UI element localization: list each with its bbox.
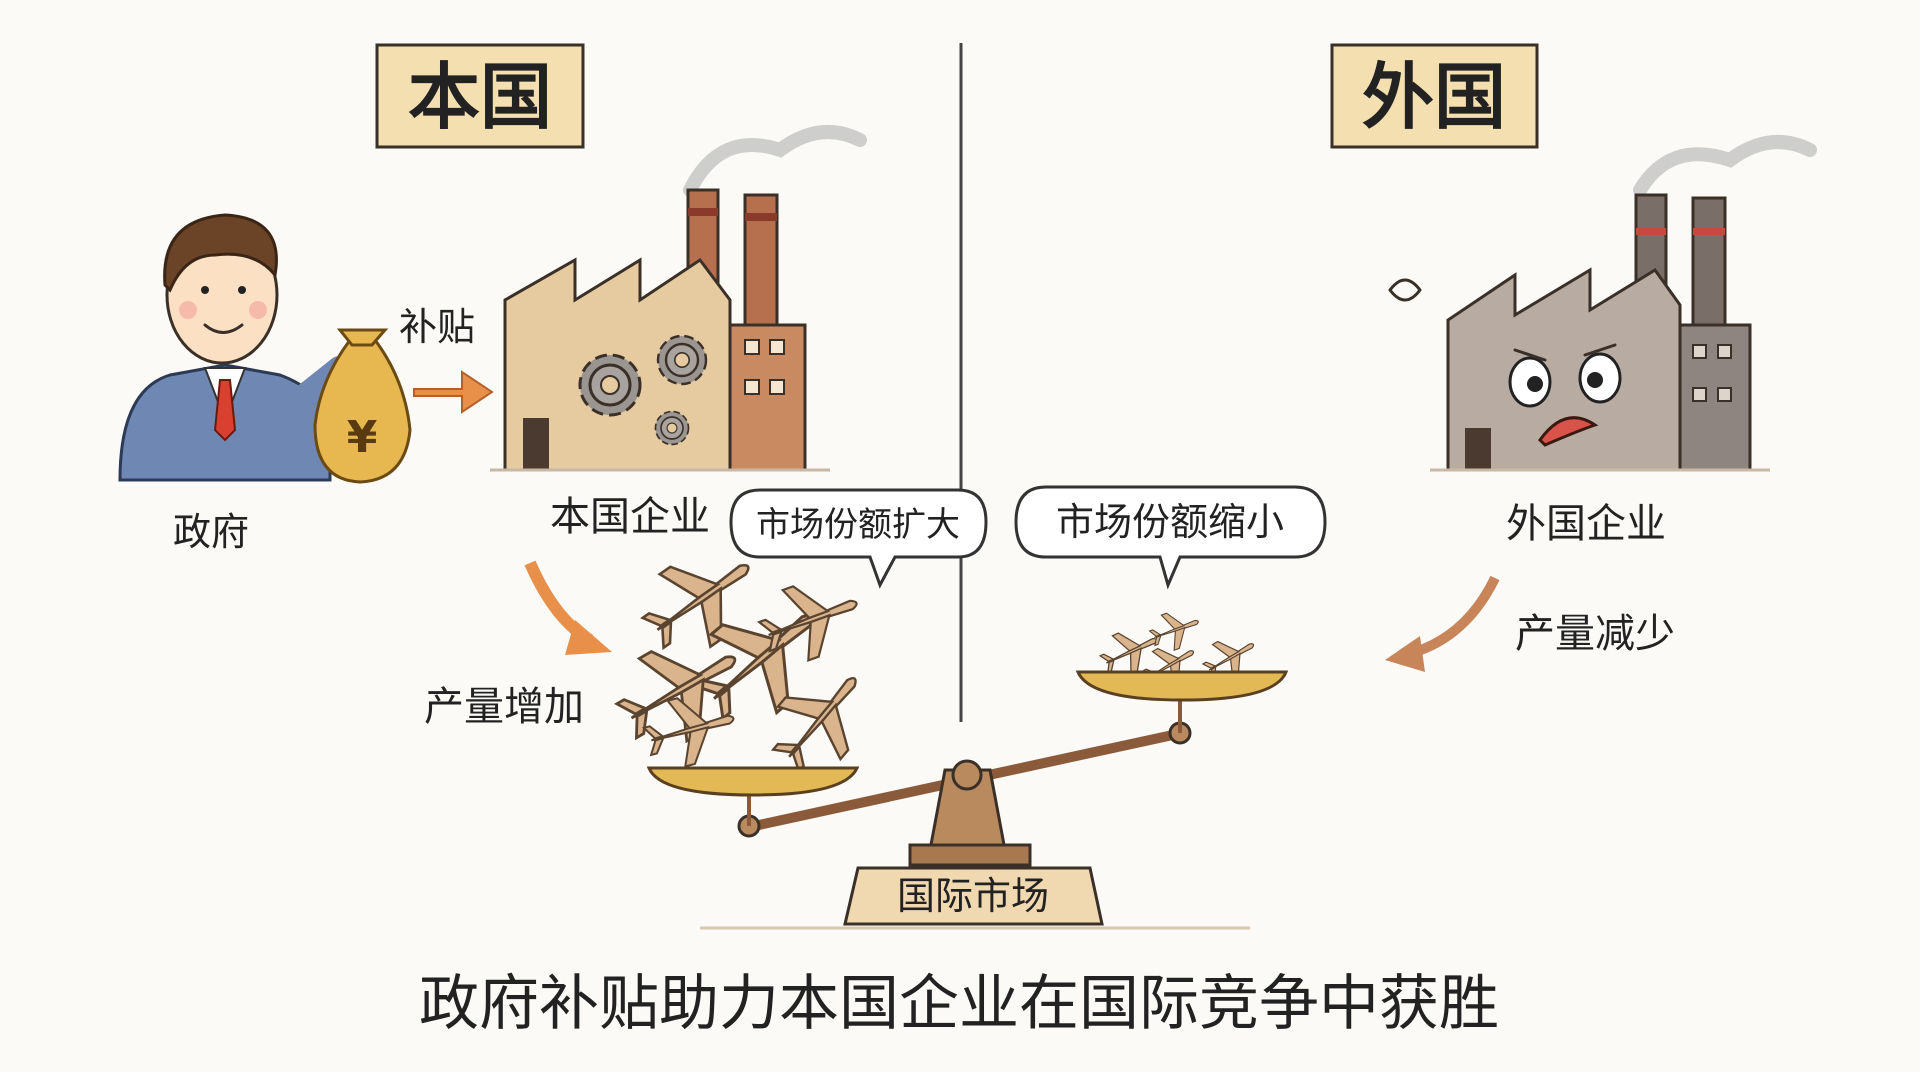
government-official (118, 213, 354, 482)
home-output-label: 产量增加 (424, 684, 584, 730)
foreign-speech-bubble: 市场份额缩小 (1014, 485, 1327, 590)
home-firm-label: 本国企业 (550, 494, 710, 540)
home-speech-bubble: 市场份额扩大 (729, 488, 988, 589)
header-home: 本国 (375, 43, 585, 149)
header-foreign-label: 外国 (1362, 55, 1506, 139)
foreign-factory (1388, 135, 1817, 472)
balance-scale (601, 528, 1289, 867)
header-home-label: 本国 (408, 55, 552, 139)
home-bubble-text: 市场份额扩大 (756, 505, 960, 545)
caption: 政府补贴助力本国企业在国际竞争中获胜 (419, 969, 1499, 1039)
government-label: 政府 (173, 510, 249, 554)
header-foreign: 外国 (1330, 43, 1539, 149)
worry-scribble-icon (1388, 278, 1422, 302)
market-base: 国际市场 (700, 866, 1250, 930)
foreign-pan (1075, 670, 1289, 702)
foreign-firm-label: 外国企业 (1506, 501, 1666, 547)
yen-symbol: ¥ (347, 412, 378, 463)
home-factory (490, 125, 867, 472)
home-planes (601, 528, 888, 788)
foreign-output-label: 产量减少 (1515, 611, 1675, 657)
foreign-bubble-text: 市场份额缩小 (1056, 500, 1284, 544)
market-label: 国际市场 (897, 874, 1049, 918)
subsidy-label: 补贴 (399, 305, 475, 349)
subsidy-arrow-icon (413, 370, 494, 414)
home-pan (646, 766, 860, 797)
money-bag-icon: ¥ (313, 328, 412, 484)
